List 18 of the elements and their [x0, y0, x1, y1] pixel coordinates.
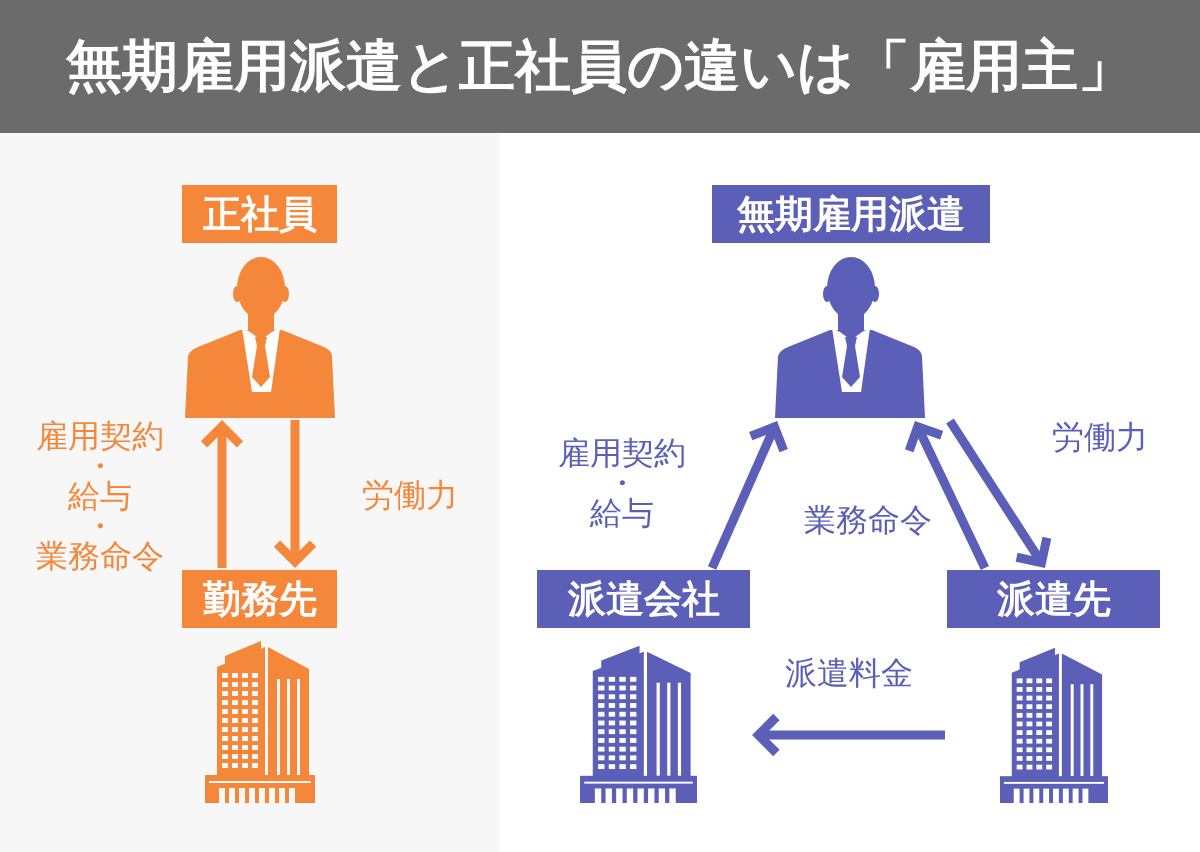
- heading-box: 派遣会社: [537, 570, 750, 628]
- heading-box: 無期雇用派遣: [712, 185, 990, 243]
- arrow: [904, 422, 989, 570]
- heading-box: 勤務先: [182, 570, 337, 628]
- edge-label: 業務命令: [804, 505, 932, 535]
- edge-label: 労働力: [1052, 422, 1148, 452]
- arrow: [708, 422, 789, 570]
- edge-label: 労働力: [362, 480, 458, 510]
- arrow: [272, 420, 318, 567]
- edge-label: 派遣料金: [785, 658, 913, 688]
- edge-label: 雇用契約・給与: [558, 438, 686, 528]
- edge-label: 雇用契約・給与・業務命令: [36, 421, 164, 571]
- arrow: [753, 712, 945, 758]
- heading-box: 正社員: [182, 185, 337, 243]
- arrow: [199, 421, 245, 568]
- title-bar: 無期雇用派遣と正社員の違いは「雇用主」: [0, 0, 1200, 133]
- heading-box: 派遣先: [947, 570, 1160, 628]
- arrow: [946, 418, 1052, 568]
